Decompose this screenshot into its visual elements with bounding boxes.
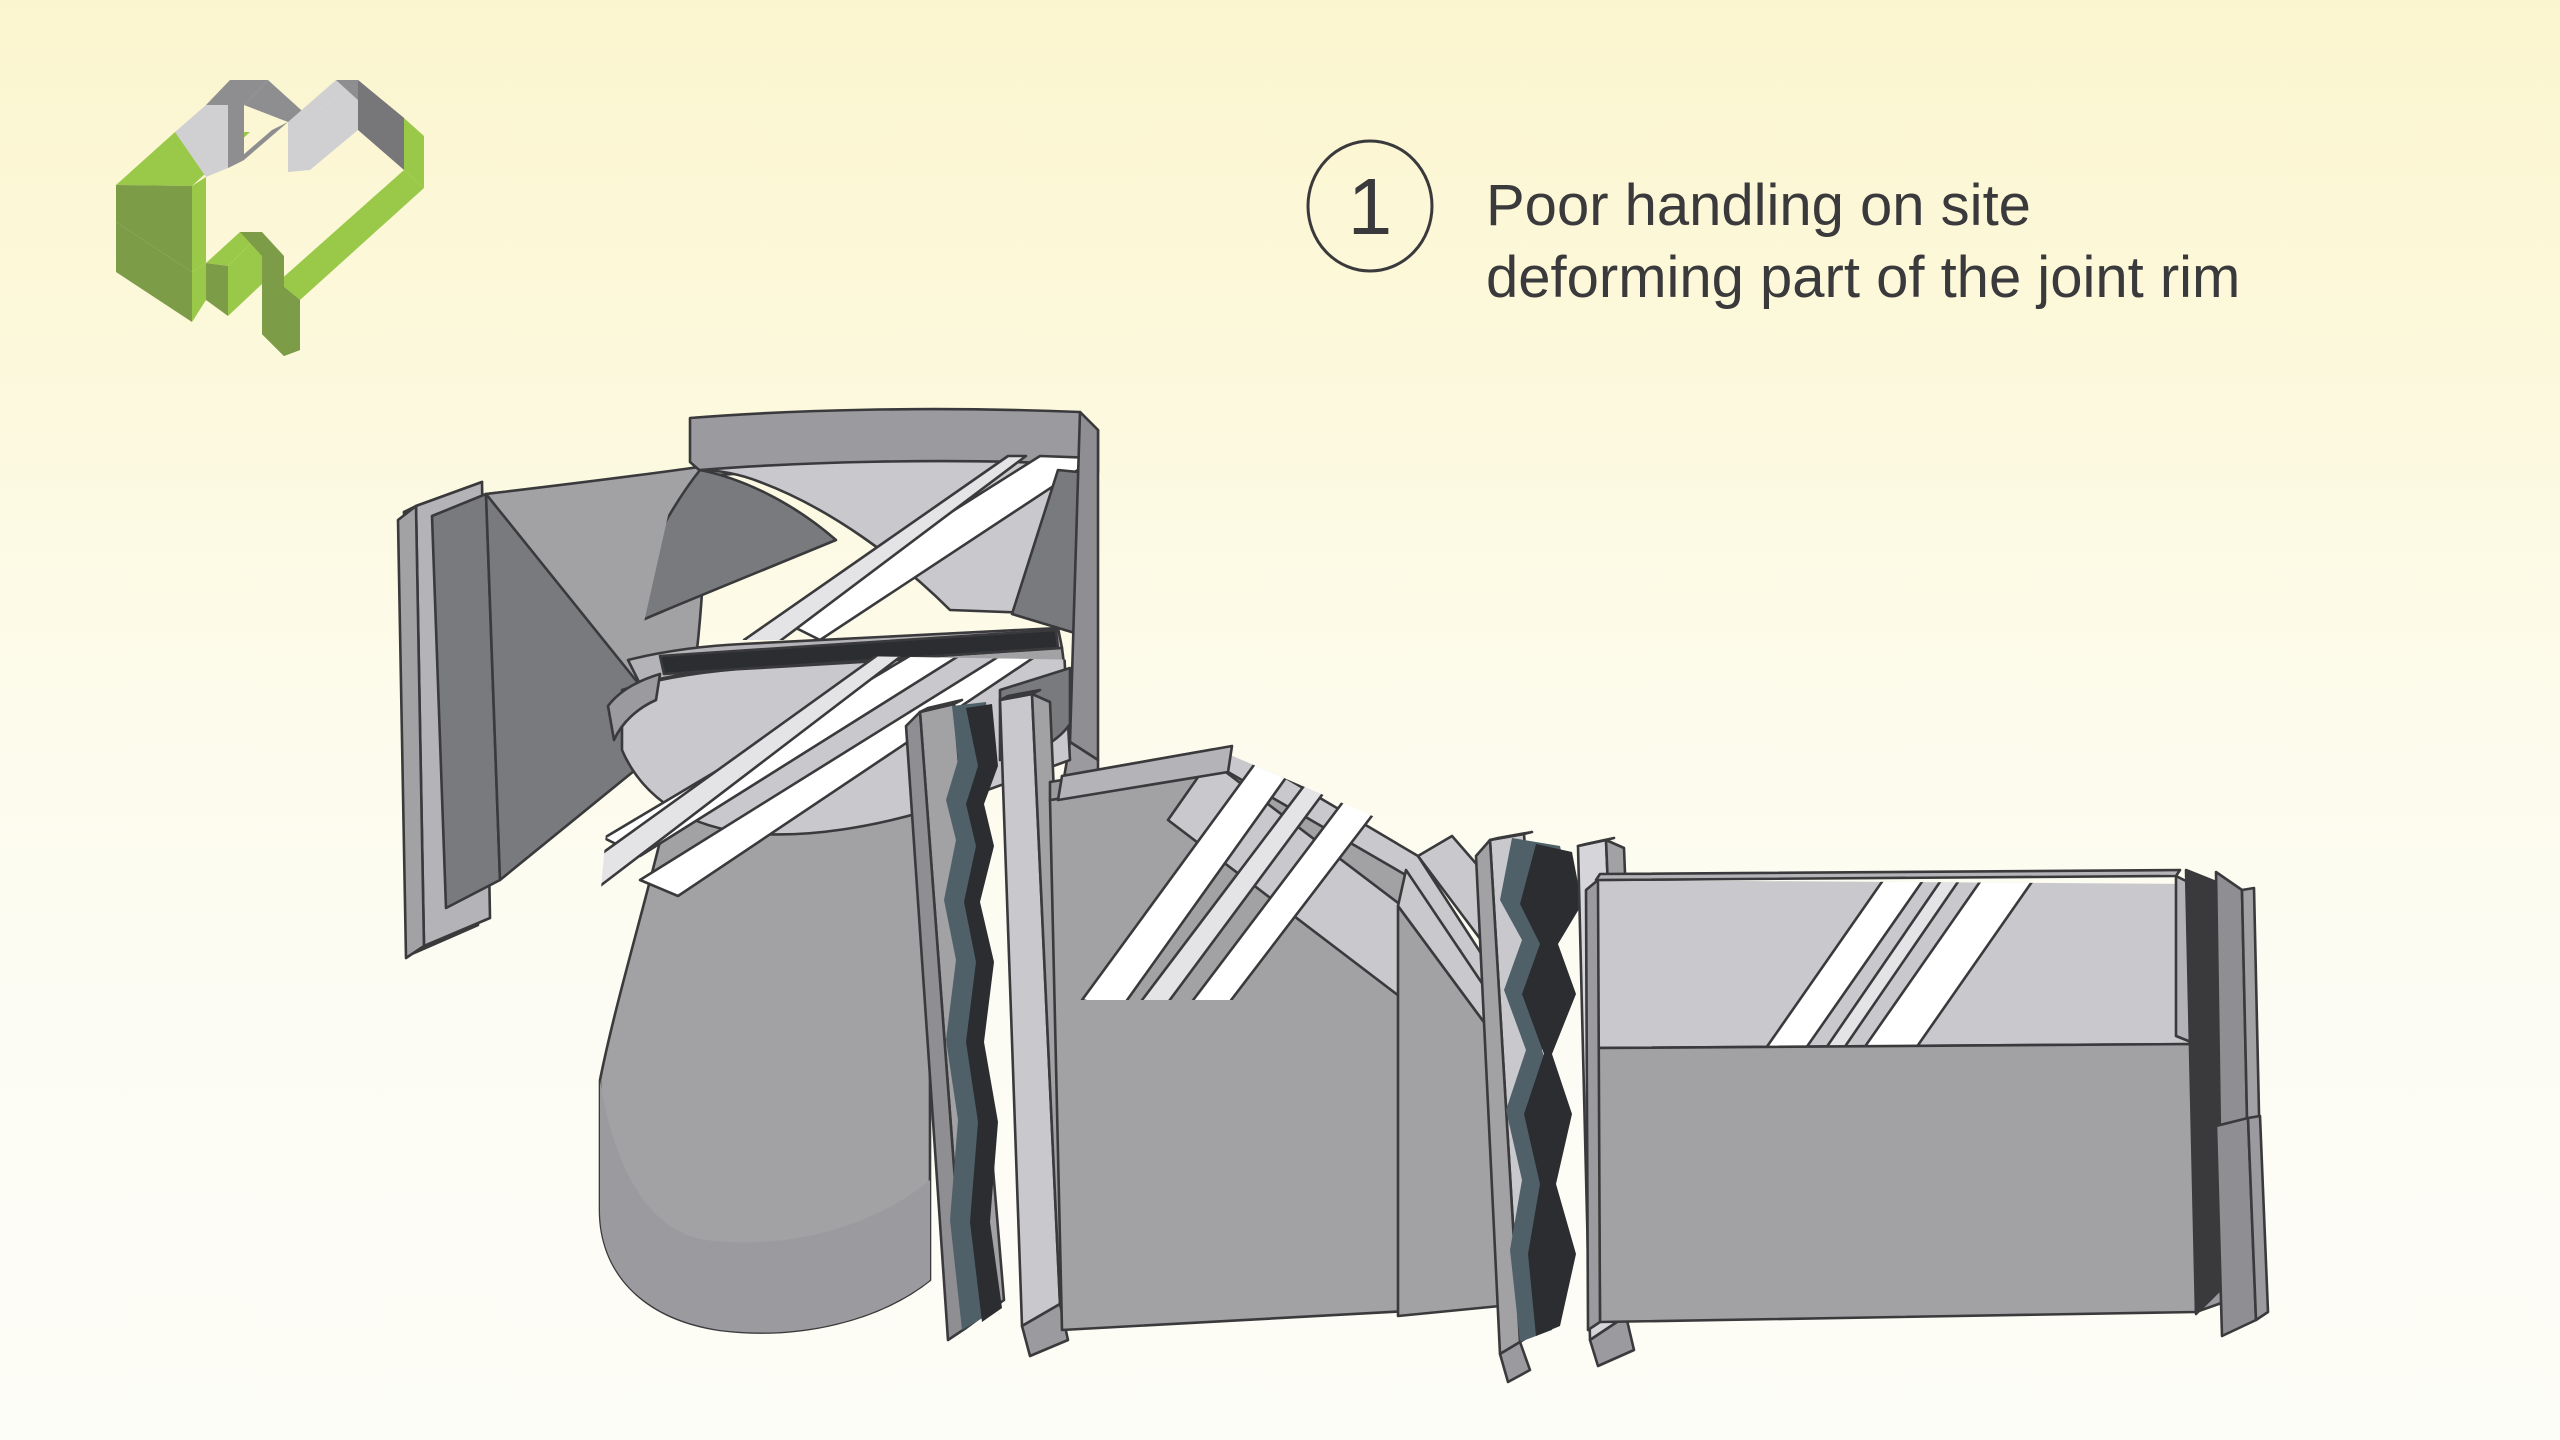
caption-text-group: Poor handling on site deforming part of … (1486, 173, 2240, 310)
straight-duct-section (1584, 868, 2232, 1332)
step-number-badge-hit (1292, 132, 1448, 288)
logo (88, 78, 338, 278)
ductwork-assembly (396, 407, 2270, 1384)
caption-line-2: deforming part of the joint rim (1486, 245, 2240, 310)
logo-mark (116, 80, 424, 356)
caption-line-1: Poor handling on site (1486, 173, 2031, 238)
caption (1472, 150, 2462, 280)
step-number-badge: 1 (1306, 139, 1434, 273)
right-end-flange (2184, 868, 2270, 1338)
step-number-text: 1 (1348, 162, 1393, 251)
